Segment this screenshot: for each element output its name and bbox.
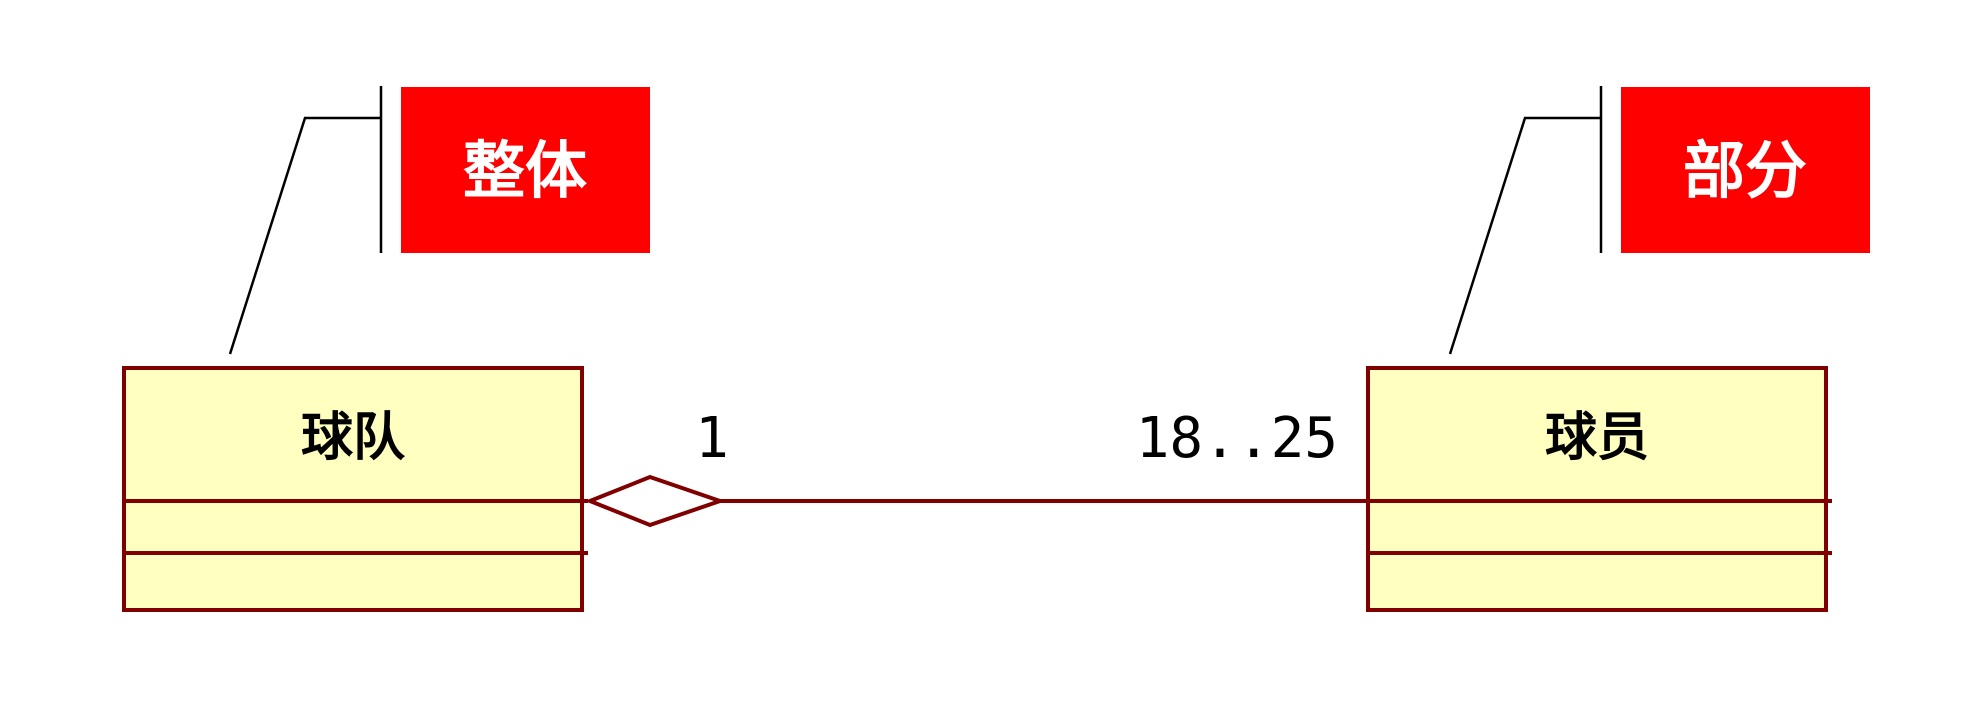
note-part-box — [1621, 87, 1870, 253]
aggregation-association[interactable]: 1 18..25 — [584, 406, 1368, 528]
note-part: 部分 — [1448, 86, 1870, 355]
class-name-team: 球队 — [301, 408, 406, 468]
class-box-team[interactable]: 球队 — [122, 366, 588, 612]
multiplicity-part: 18..25 — [1136, 406, 1338, 471]
note-whole: 整体 — [228, 86, 650, 355]
note-whole-leader-line — [228, 116, 380, 355]
class-box-team-frame — [122, 366, 584, 612]
aggregation-diamond — [584, 474, 727, 528]
note-whole-box — [401, 87, 650, 253]
class-box-player[interactable]: 球员 — [1366, 366, 1832, 612]
multiplicity-whole: 1 — [695, 406, 729, 471]
class-box-player-frame — [1366, 366, 1828, 612]
class-name-player: 球员 — [1545, 408, 1649, 468]
note-part-leader-line — [1448, 116, 1600, 355]
note-part-text: 部分 — [1683, 134, 1807, 207]
note-whole-text: 整体 — [463, 134, 587, 207]
